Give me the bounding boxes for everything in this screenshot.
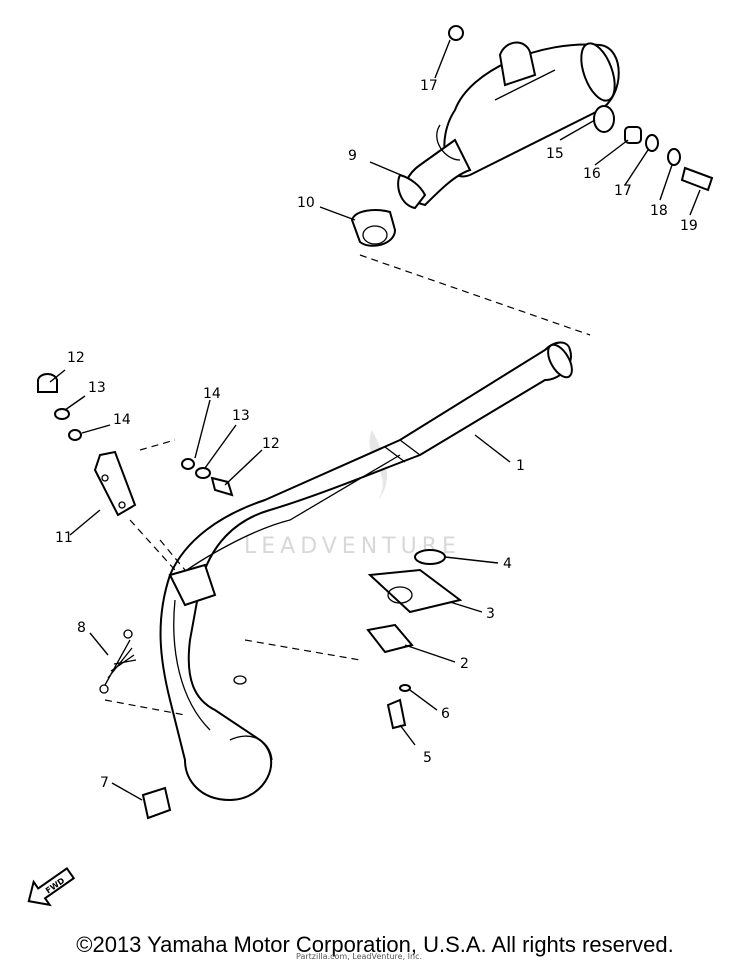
part-14-washer-left xyxy=(68,429,82,441)
part-12-bolt-left xyxy=(37,373,58,393)
callout-19: 19 xyxy=(680,218,698,234)
callout-2: 2 xyxy=(460,656,469,672)
part-19-bolt xyxy=(680,166,714,192)
callout-13-left: 13 xyxy=(88,380,106,396)
part-10-clamp xyxy=(350,209,397,247)
callout-13-right: 13 xyxy=(232,408,250,424)
leader-lines xyxy=(49,39,701,801)
silencer-hardware xyxy=(448,25,714,192)
part-14-washer-right xyxy=(181,458,195,470)
part-4-gasket xyxy=(414,549,446,565)
callout-17-right: 17 xyxy=(614,183,632,199)
part-16-collar xyxy=(624,126,642,144)
callout-18: 18 xyxy=(650,203,668,219)
part-7-stud xyxy=(141,786,172,820)
part-3-flange xyxy=(367,568,463,614)
callout-15: 15 xyxy=(546,146,564,162)
callout-6: 6 xyxy=(441,706,450,722)
part-5-bolt xyxy=(386,698,407,730)
credit-small-text: Partzilla.com, LeadVenture, Inc. xyxy=(296,952,423,961)
callout-12-left: 12 xyxy=(67,350,85,366)
part-11-bracket xyxy=(93,450,137,517)
callout-3: 3 xyxy=(486,606,495,622)
part-17-top-washer xyxy=(448,25,464,41)
part-13-washer-left xyxy=(54,408,70,420)
callout-10: 10 xyxy=(297,195,315,211)
part-18-washer xyxy=(667,148,681,166)
callout-1: 1 xyxy=(516,458,525,474)
callout-14-right: 14 xyxy=(203,386,221,402)
part-6-washer xyxy=(399,684,411,692)
part-2-gasket xyxy=(366,623,414,654)
part-15-grommet xyxy=(593,105,615,133)
assembly-lines xyxy=(104,254,591,716)
callout-4: 4 xyxy=(503,556,512,572)
callout-11: 11 xyxy=(55,530,73,546)
part-17-washer xyxy=(645,134,659,152)
fwd-arrow-icon: FWD xyxy=(27,866,76,907)
callout-12-right: 12 xyxy=(262,436,280,452)
callout-8: 8 xyxy=(77,620,86,636)
callout-labels: 1 2 3 4 5 6 7 8 9 10 11 12 13 14 14 13 1… xyxy=(55,78,698,791)
callout-14-left: 14 xyxy=(113,412,131,428)
spring-and-stud xyxy=(99,629,172,820)
flange-parts xyxy=(366,549,463,730)
callout-7: 7 xyxy=(100,775,109,791)
callout-5: 5 xyxy=(423,750,432,766)
part-9-silencer xyxy=(397,41,620,210)
copyright-footer: ©2013 Yamaha Motor Corporation, U.S.A. A… xyxy=(76,932,674,957)
callout-17-top: 17 xyxy=(420,78,438,94)
part-13-washer-right xyxy=(195,467,211,479)
callout-9: 9 xyxy=(348,148,357,164)
part-1-exhaust-pipe xyxy=(159,341,573,802)
callout-16: 16 xyxy=(583,166,601,182)
